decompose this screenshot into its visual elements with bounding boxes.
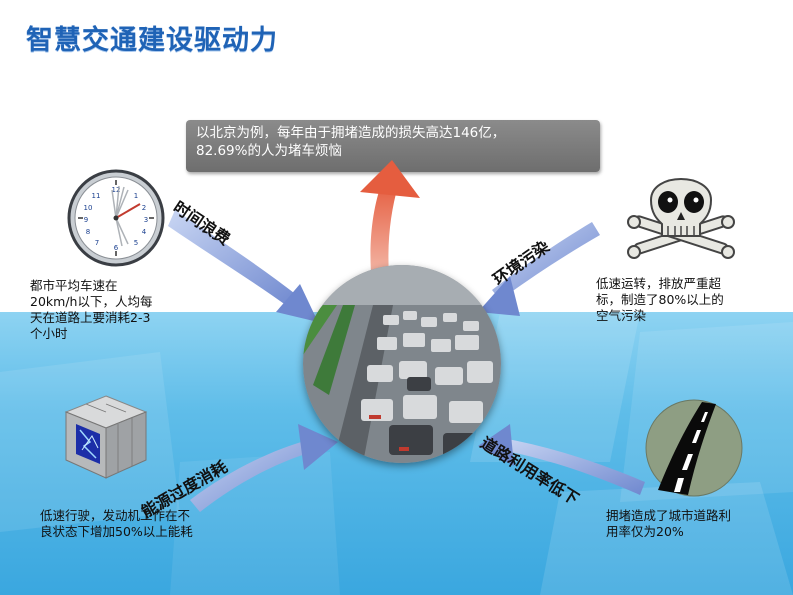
- callout-line-1: 以北京为例，每年由于拥堵造成的损失高达146亿，: [196, 125, 506, 141]
- desc-line: 都市平均车速在: [30, 278, 118, 293]
- arrow-topleft-blue: [168, 210, 318, 322]
- callout-line-2: 82.69%的人为堵车烦恼: [196, 143, 342, 159]
- server-cube-icon: [60, 390, 152, 482]
- desc-line: 用率仅为20%: [606, 524, 684, 539]
- desc-line: 良状态下增加50%以上能耗: [40, 524, 193, 539]
- svg-text:3: 3: [144, 216, 148, 224]
- arrow-bottomright-blue: [478, 424, 645, 495]
- desc-line: 个小时: [30, 326, 68, 341]
- pollution-description: 低速运转，排放严重超 标，制造了80%以上的 空气污染: [596, 276, 776, 324]
- svg-text:1: 1: [134, 192, 138, 200]
- svg-text:7: 7: [95, 239, 99, 247]
- desc-line: 空气污染: [596, 308, 647, 323]
- svg-text:2: 2: [142, 204, 146, 212]
- svg-text:8: 8: [86, 228, 90, 236]
- desc-line: 低速行驶，发动机工作在不: [40, 508, 191, 523]
- desc-line: 拥堵造成了城市道路利: [606, 508, 732, 523]
- arrow-bottomleft-blue: [190, 424, 338, 512]
- desc-line: 标，制造了80%以上的: [596, 292, 724, 307]
- desc-line: 低速运转，排放严重超: [596, 276, 722, 291]
- svg-text:6: 6: [114, 244, 119, 252]
- page-title: 智慧交通建设驱动力: [26, 25, 278, 56]
- desc-line: 天在道路上要消耗2-3: [30, 310, 151, 325]
- road-use-description: 拥堵造成了城市道路利 用率仅为20%: [606, 508, 786, 540]
- svg-text:4: 4: [142, 228, 147, 236]
- svg-text:11: 11: [92, 192, 101, 200]
- svg-text:12: 12: [112, 186, 121, 194]
- arrow-topright-blue: [478, 222, 600, 316]
- svg-text:5: 5: [134, 239, 138, 247]
- svg-text:10: 10: [84, 204, 93, 212]
- svg-text:9: 9: [84, 216, 88, 224]
- road-icon: [644, 398, 744, 498]
- desc-line: 20km/h以下，人均每: [30, 294, 153, 309]
- traffic-jam-image: [303, 265, 501, 463]
- arrow-up-red: [360, 160, 420, 287]
- time-waste-description: 都市平均车速在 20km/h以下，人均每 天在道路上要消耗2-3 个小时: [30, 278, 210, 342]
- energy-description: 低速行驶，发动机工作在不 良状态下增加50%以上能耗: [40, 508, 250, 540]
- skull-crossbones-icon: [626, 162, 736, 262]
